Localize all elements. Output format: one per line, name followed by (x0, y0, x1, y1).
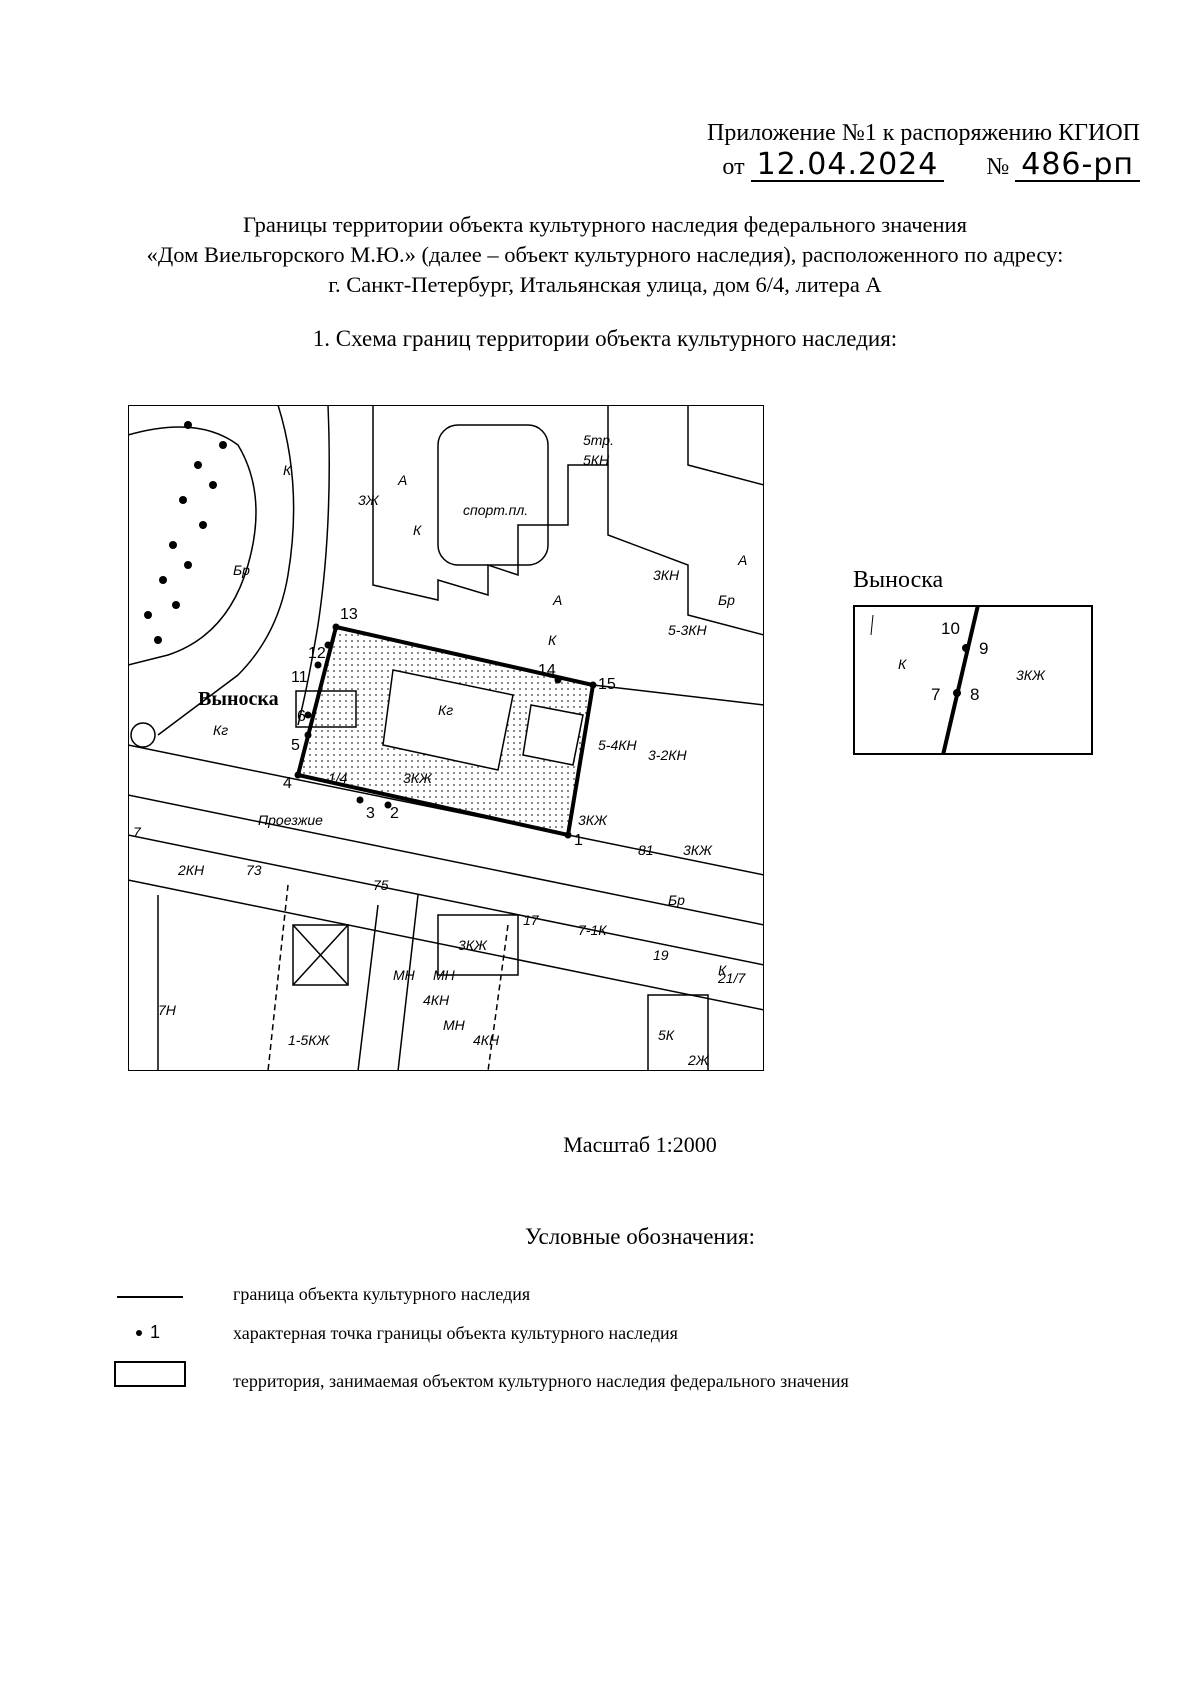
svg-text:5тр.: 5тр. (583, 432, 614, 448)
svg-text:Бр: Бр (668, 892, 685, 908)
svg-text:2КН: 2КН (177, 862, 205, 878)
callout-point-8: 8 (970, 685, 979, 704)
svg-text:7-1К: 7-1К (578, 922, 607, 938)
point-label-12: 12 (308, 645, 326, 662)
callout-map: 10 9 7 8 К 3КЖ (853, 605, 1093, 755)
legend-line-symbol (117, 1296, 183, 1298)
point-label-4: 4 (283, 775, 292, 792)
section-heading: 1. Схема границ территории объекта культ… (312, 326, 898, 351)
point-label-14: 14 (538, 662, 556, 679)
svg-text:К: К (548, 632, 557, 648)
svg-text:К: К (718, 962, 727, 978)
svg-text:3КЖ: 3КЖ (683, 842, 713, 858)
document-title-line-3: г. Санкт-Петербург, Итальянская улица, д… (328, 272, 882, 297)
svg-text:4КН: 4КН (473, 1032, 500, 1048)
map-callout-label: Выноска (198, 688, 279, 710)
document-title-line-2: «Дом Виельгорского М.Ю.» (далее – объект… (146, 242, 1064, 267)
svg-text:Кг: Кг (438, 702, 453, 718)
callout-point-7: 7 (931, 685, 940, 704)
svg-text:3КЖ: 3КЖ (403, 770, 433, 786)
boundary-map: 1 2 3 4 5 6 11 12 13 14 15 Кг 3КЖ 5-4КН … (128, 405, 764, 1071)
north-buildings (372, 405, 764, 636)
appendix-title: Приложение №1 к распоряжению КГИОП (707, 120, 1140, 146)
legend-box-symbol (114, 1361, 186, 1387)
svg-text:Кг: Кг (213, 722, 228, 738)
park-area (128, 405, 330, 748)
document-title-line-1: Границы территории объекта культурного н… (243, 212, 967, 237)
legend-item-point: характерная точка границы объекта культу… (233, 1323, 678, 1343)
map-labels: Кг 3КЖ 5-4КН 3-2КН 3КЖ 3КЖ 2КН 3КЖ 7Н 1-… (133, 432, 747, 1068)
svg-text:К: К (283, 462, 292, 478)
svg-text:2Ж: 2Ж (687, 1052, 710, 1068)
svg-text:Проезжие: Проезжие (258, 812, 323, 828)
date-prefix: от (722, 154, 745, 180)
callout-point-10: 10 (941, 619, 960, 638)
date-value: 12.04.2024 (750, 150, 945, 182)
callout-label-3kzh: 3КЖ (1016, 667, 1046, 683)
callout-label-k: К (898, 656, 907, 672)
legend-point-symbol (136, 1330, 142, 1336)
point-label-5: 5 (291, 737, 300, 754)
svg-text:5-3КН: 5-3КН (668, 622, 707, 638)
point-label-11: 11 (291, 669, 308, 686)
svg-text:3КЖ: 3КЖ (458, 937, 488, 953)
park-tree-dots (144, 421, 227, 644)
callout-point-9: 9 (979, 639, 988, 658)
svg-text:7: 7 (133, 824, 142, 840)
point-label-15: 15 (598, 676, 616, 693)
svg-text:1-5КЖ: 1-5КЖ (288, 1032, 330, 1048)
svg-text:4КН: 4КН (423, 992, 450, 1008)
legend-item-boundary: граница объекта культурного наследия (233, 1284, 531, 1304)
svg-text:МН: МН (433, 967, 456, 983)
svg-text:5КН: 5КН (583, 452, 610, 468)
svg-text:75: 75 (373, 877, 389, 893)
legend-item-territory: территория, занимаемая объектом культурн… (233, 1371, 849, 1391)
svg-text:21/7: 21/7 (717, 970, 746, 986)
number-prefix: № (986, 154, 1010, 180)
svg-text:73: 73 (246, 862, 262, 878)
svg-text:81: 81 (638, 842, 654, 858)
svg-text:3КЖ: 3КЖ (578, 812, 608, 828)
svg-text:5-4КН: 5-4КН (598, 737, 637, 753)
svg-text:МН: МН (393, 967, 416, 983)
svg-text:7Н: 7Н (158, 1002, 177, 1018)
svg-text:3-2КН: 3-2КН (648, 747, 687, 763)
point-label-13: 13 (340, 606, 358, 623)
point-labels: 1 2 3 4 5 6 11 12 13 14 15 (283, 606, 616, 849)
svg-text:спорт.пл.: спорт.пл. (463, 502, 528, 518)
legend-point-label: 1 (150, 1322, 161, 1342)
svg-text:1/4: 1/4 (328, 770, 348, 786)
svg-text:3КН: 3КН (653, 567, 680, 583)
appendix-date-number: от 12.04.2024 № 486-рп (620, 150, 1140, 182)
svg-text:19: 19 (653, 947, 669, 963)
svg-text:А: А (397, 472, 407, 488)
svg-text:3Ж: 3Ж (358, 492, 380, 508)
callout-title: Выноска (853, 567, 944, 593)
point-label-2: 2 (390, 805, 399, 822)
svg-text:Бр: Бр (233, 562, 250, 578)
svg-text:МН: МН (443, 1017, 466, 1033)
svg-text:5К: 5К (658, 1027, 675, 1043)
svg-text:А: А (737, 552, 747, 568)
map-scale: Масштаб 1:2000 (563, 1132, 717, 1157)
number-value: 486-рп (1015, 150, 1140, 182)
svg-text:17: 17 (523, 912, 540, 928)
boundary-points (294, 623, 597, 839)
legend-title: Условные обозначения: (524, 1224, 756, 1249)
point-label-3: 3 (366, 805, 375, 822)
svg-text:А: А (552, 592, 562, 608)
streets (128, 684, 764, 1071)
svg-text:Бр: Бр (718, 592, 735, 608)
point-label-1: 1 (574, 832, 583, 849)
point-label-6: 6 (297, 708, 306, 725)
svg-text:К: К (413, 522, 422, 538)
